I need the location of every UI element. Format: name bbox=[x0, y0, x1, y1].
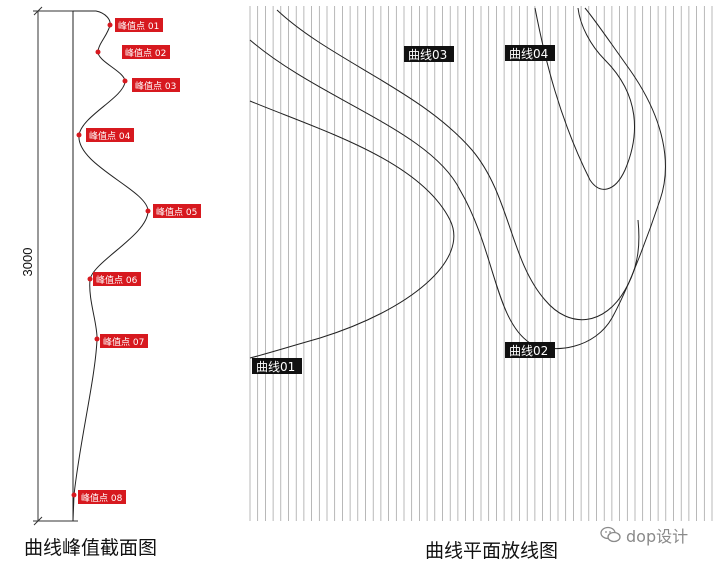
curve-label-text: 曲线04 bbox=[509, 47, 548, 61]
curve-label-text: 曲线03 bbox=[408, 48, 447, 62]
peak-label: 峰值点 07 bbox=[103, 336, 144, 348]
peak-point: 峰值点 06 bbox=[87, 272, 141, 286]
curve-03 bbox=[276, 9, 640, 321]
section-profile: 3000 峰值点 01 峰值点 02 峰值点 03 峰值点 04 bbox=[20, 6, 201, 526]
peak-label: 峰值点 04 bbox=[89, 130, 131, 142]
curve-label: 曲线04 bbox=[505, 45, 555, 61]
plan-view: 曲线01 曲线02 曲线03 曲线04 bbox=[249, 6, 713, 521]
curve-04 bbox=[534, 7, 635, 190]
curve-02 bbox=[249, 7, 666, 349]
watermark-text: dop设计 bbox=[626, 527, 689, 546]
plan-caption: 曲线平面放线图 bbox=[425, 540, 559, 562]
peak-point: 峰值点 05 bbox=[145, 204, 201, 218]
curve-label-text: 曲线02 bbox=[509, 344, 548, 358]
curve-label: 曲线03 bbox=[404, 46, 454, 62]
peak-point: 峰值点 04 bbox=[76, 128, 134, 142]
peak-point: 峰值点 07 bbox=[94, 334, 148, 348]
peak-label: 峰值点 06 bbox=[96, 274, 138, 286]
curve-label: 曲线02 bbox=[505, 342, 555, 358]
curve-label-text: 曲线01 bbox=[256, 360, 295, 374]
plan-curves bbox=[249, 7, 666, 359]
peak-label: 峰值点 03 bbox=[135, 80, 176, 92]
wechat-icon bbox=[600, 526, 621, 543]
peak-label: 峰值点 05 bbox=[156, 206, 197, 218]
dimension-label: 3000 bbox=[20, 248, 35, 277]
section-caption: 曲线峰值截面图 bbox=[24, 537, 158, 559]
dimension-line bbox=[33, 6, 78, 526]
peak-point: 峰值点 02 bbox=[95, 45, 170, 59]
peak-label: 峰值点 01 bbox=[118, 20, 159, 32]
plan-grid-lines bbox=[249, 6, 713, 521]
curve-label: 曲线01 bbox=[252, 358, 302, 374]
peak-point: 峰值点 08 bbox=[71, 490, 126, 504]
watermark: dop设计 bbox=[600, 523, 688, 547]
curve-01 bbox=[249, 100, 455, 359]
peak-label: 峰值点 02 bbox=[125, 47, 166, 59]
peak-point: 峰值点 03 bbox=[122, 78, 180, 92]
peak-label: 峰值点 08 bbox=[81, 492, 123, 504]
peak-point: 峰值点 01 bbox=[107, 18, 163, 32]
